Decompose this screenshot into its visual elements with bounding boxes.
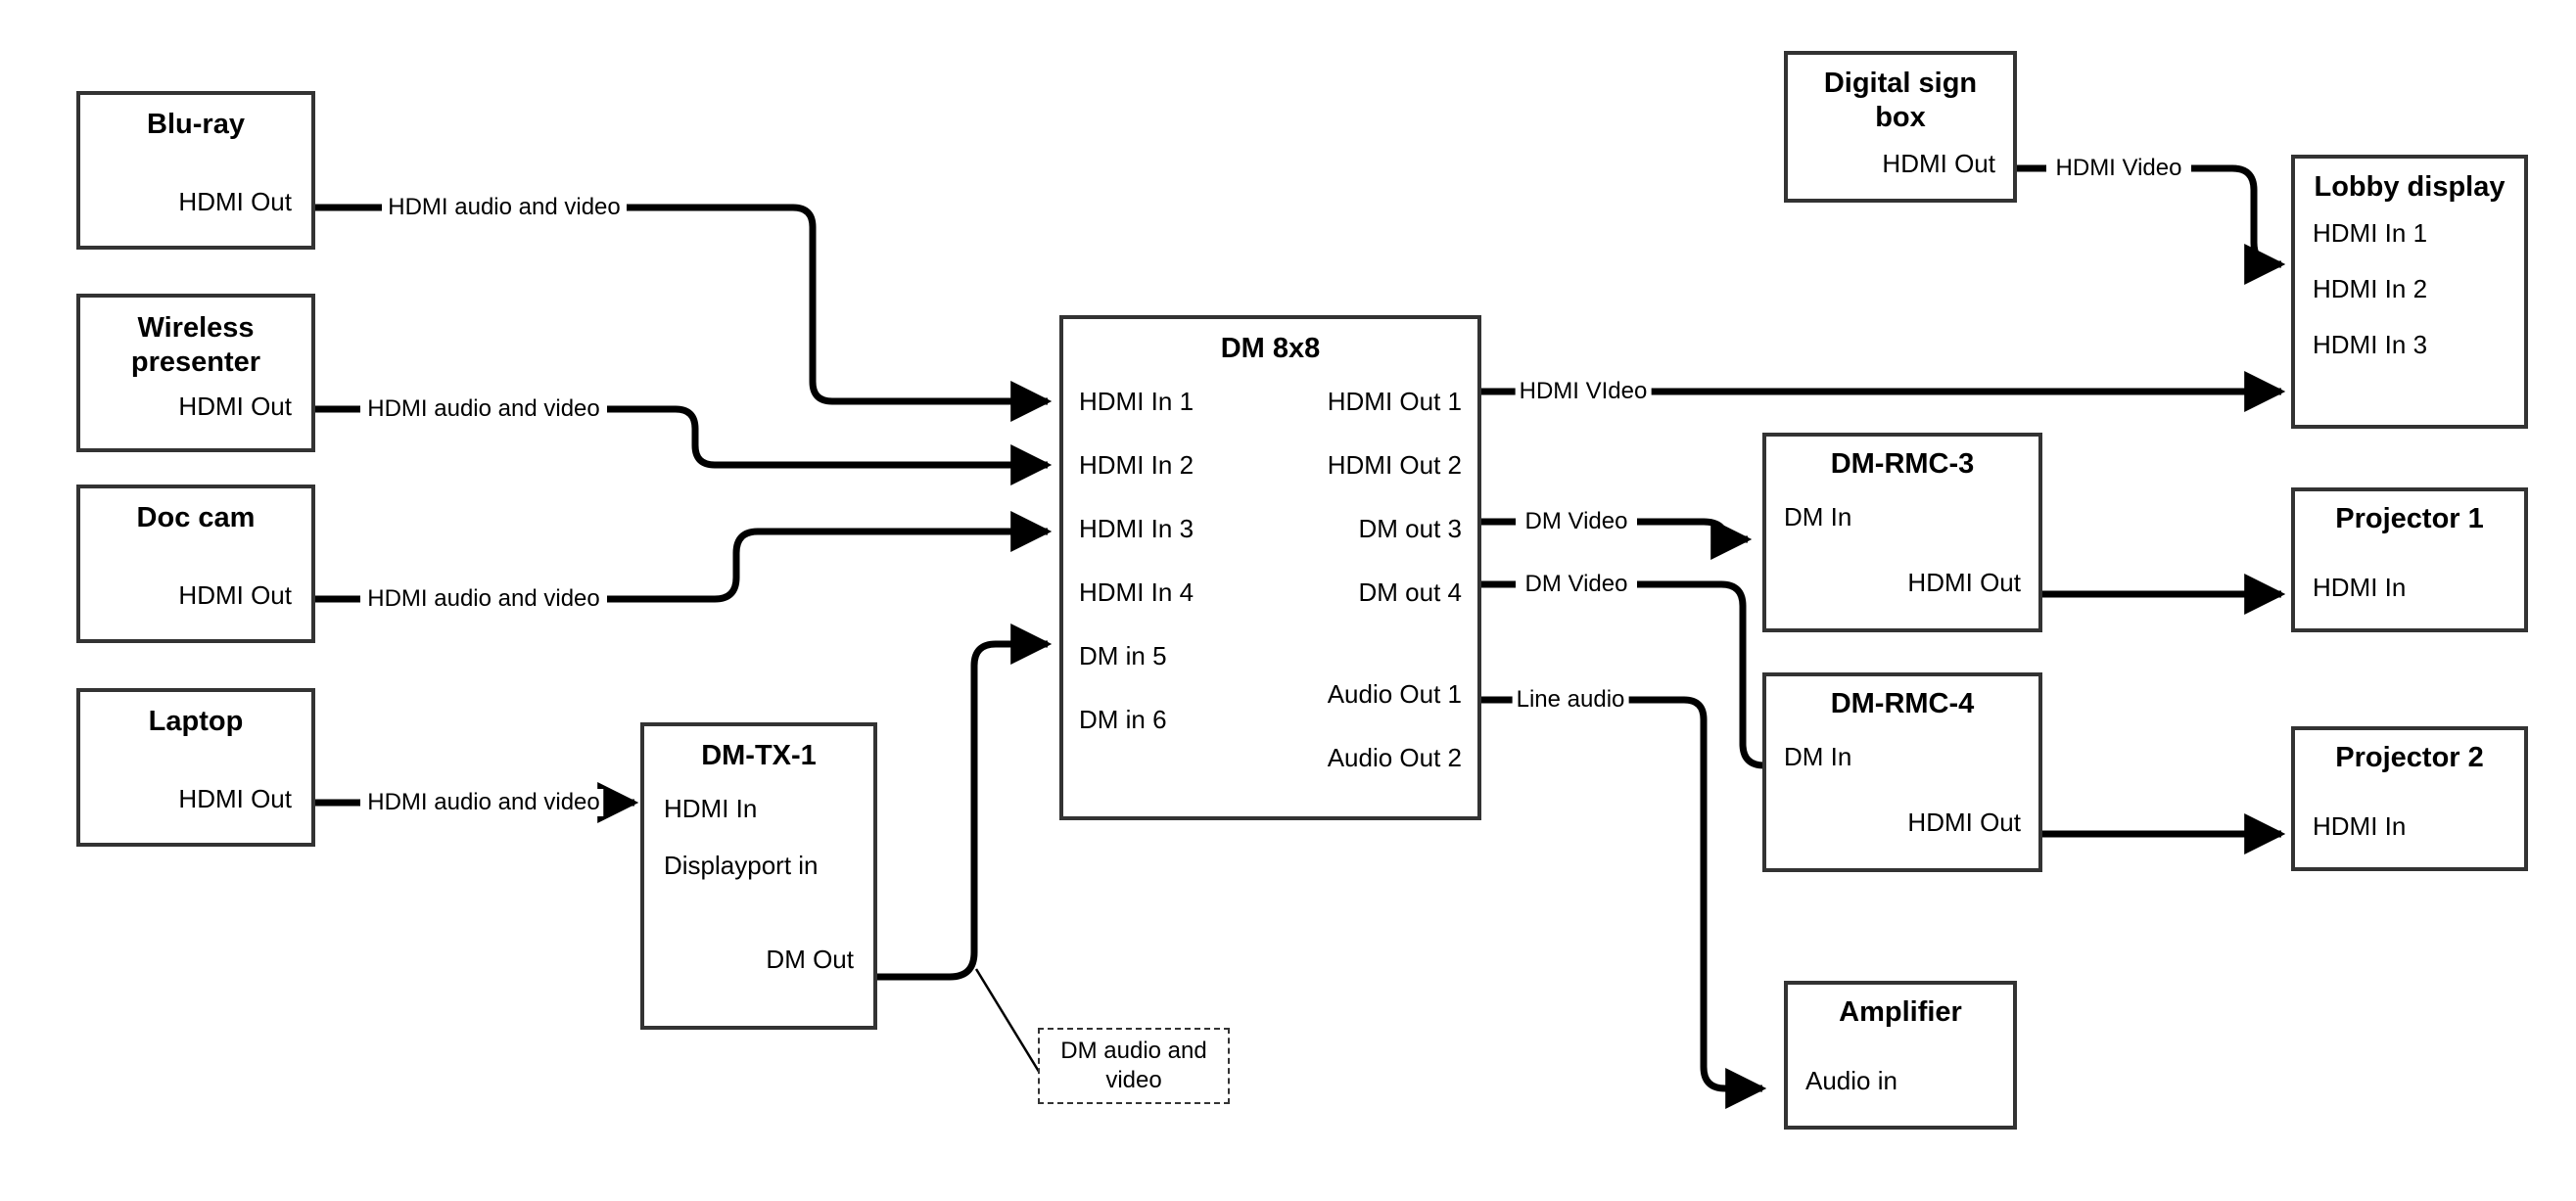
edge-label-bluray-to-in1: HDMI audio and video xyxy=(384,194,625,221)
node-laptop-port-hdmi-out: HDMI Out xyxy=(178,784,292,813)
callout-dm-audio-and-video-text: DM audio and video xyxy=(1060,1038,1207,1093)
node-projector-1-title: Projector 1 xyxy=(2335,503,2484,534)
node-dm-8x8-output-hdmi-out-2: HDMI Out 2 xyxy=(1327,450,1462,480)
node-dm-8x8-output-audio-out-1: Audio Out 1 xyxy=(1327,679,1462,709)
edge-label-audio-out-1: Line audio xyxy=(1512,686,1629,714)
node-dm-rmc-4-title: DM-RMC-4 xyxy=(1830,688,1975,719)
node-projector-1-port-hdmi-in: HDMI In xyxy=(2313,573,2407,602)
node-doc-cam[interactable]: Doc cam HDMI Out xyxy=(76,485,315,643)
callout-leader-line xyxy=(974,968,1043,1076)
node-dm-8x8-input-hdmi-in-2: HDMI In 2 xyxy=(1079,450,1194,480)
node-dm-8x8-title: DM 8x8 xyxy=(1220,333,1321,364)
wire-bluray-to-in1 xyxy=(627,204,1053,422)
callout-dm-audio-and-video: DM audio and video xyxy=(1038,1028,1230,1104)
node-digital-sign-box[interactable]: Digital sign box HDMI Out xyxy=(1784,51,2017,203)
node-dm-8x8-input-hdmi-in-4: HDMI In 4 xyxy=(1079,577,1194,607)
node-dm-8x8-input-hdmi-in-3: HDMI In 3 xyxy=(1079,514,1194,543)
node-dm-rmc-4[interactable]: DM-RMC-4 DM In HDMI Out xyxy=(1762,672,2042,872)
node-amplifier-port-audio-in: Audio in xyxy=(1805,1066,1897,1095)
node-wireless-presenter[interactable]: Wireless presenter HDMI Out xyxy=(76,294,315,452)
node-dm-rmc-4-port-dm-in: DM In xyxy=(1784,742,1852,771)
node-lobby-display[interactable]: Lobby display HDMI In 1 HDMI In 2 HDMI I… xyxy=(2291,155,2528,429)
node-dm-tx-1[interactable]: DM-TX-1 HDMI In Displayport in DM Out xyxy=(640,722,877,1030)
node-bluray-title: Blu-ray xyxy=(147,109,245,140)
node-dm-tx-1-port-displayport-in: Displayport in xyxy=(664,851,819,880)
node-dm-8x8-output-hdmi-out-1: HDMI Out 1 xyxy=(1327,387,1462,416)
node-dm-tx-1-title: DM-TX-1 xyxy=(701,740,817,771)
node-amplifier[interactable]: Amplifier Audio in xyxy=(1784,981,2017,1130)
node-dm-rmc-3-port-hdmi-out: HDMI Out xyxy=(1907,568,2021,597)
edge-label-sign-to-lobby: HDMI Video xyxy=(2051,155,2186,182)
node-laptop-title: Laptop xyxy=(148,706,244,737)
wire-sign-to-lobby xyxy=(2191,164,2286,285)
node-amplifier-title: Amplifier xyxy=(1839,996,1962,1028)
node-doc-cam-port-hdmi-out: HDMI Out xyxy=(178,580,292,610)
edge-label-hdmi-out-1: HDMI VIdeo xyxy=(1515,378,1652,405)
wire-audioout1-to-amp xyxy=(1625,696,1767,1109)
node-projector-1[interactable]: Projector 1 HDMI In xyxy=(2291,487,2528,632)
edge-label-dm-out-4: DM Video xyxy=(1521,571,1632,598)
node-bluray[interactable]: Blu-ray HDMI Out xyxy=(76,91,315,250)
edge-label-dm-out-3: DM Video xyxy=(1521,508,1632,535)
node-digital-sign-box-port-hdmi-out: HDMI Out xyxy=(1882,148,1995,178)
node-dm-rmc-3-title: DM-RMC-3 xyxy=(1830,448,1975,480)
edge-label-laptop-to-tx1: HDMI audio and video xyxy=(363,789,604,816)
node-dm-rmc-3[interactable]: DM-RMC-3 DM In HDMI Out xyxy=(1762,433,2042,632)
wire-dmout4-to-rmc4 xyxy=(1637,580,1800,786)
node-wireless-presenter-port-hdmi-out: HDMI Out xyxy=(178,391,292,421)
node-projector-2-port-hdmi-in: HDMI In xyxy=(2313,811,2407,841)
wire-wireless-to-in2 xyxy=(607,405,1053,485)
node-lobby-display-port-hdmi-in-2: HDMI In 2 xyxy=(2313,273,2428,303)
edge-label-wireless-to-in2: HDMI audio and video xyxy=(363,395,604,423)
node-lobby-display-port-hdmi-in-3: HDMI In 3 xyxy=(2313,329,2428,359)
node-dm-8x8-input-dm-in-6: DM in 6 xyxy=(1079,705,1167,734)
node-laptop[interactable]: Laptop HDMI Out xyxy=(76,688,315,847)
node-lobby-display-title: Lobby display xyxy=(2314,171,2506,203)
node-projector-2[interactable]: Projector 2 HDMI In xyxy=(2291,726,2528,871)
node-dm-tx-1-port-hdmi-in: HDMI In xyxy=(664,794,758,823)
wire-doccam-to-in3 xyxy=(607,511,1053,603)
node-projector-2-title: Projector 2 xyxy=(2335,742,2484,773)
node-dm-8x8-output-dm-out-3: DM out 3 xyxy=(1358,514,1463,543)
node-dm-8x8[interactable]: DM 8x8 HDMI In 1 HDMI In 2 HDMI In 3 HDM… xyxy=(1059,315,1481,820)
node-dm-8x8-input-hdmi-in-1: HDMI In 1 xyxy=(1079,387,1194,416)
wire-dmout3-to-rmc3 xyxy=(1637,518,1753,560)
node-bluray-port-hdmi-out: HDMI Out xyxy=(178,187,292,216)
node-dm-tx-1-port-dm-out: DM Out xyxy=(766,945,854,974)
node-dm-8x8-input-dm-in-5: DM in 5 xyxy=(1079,641,1167,670)
node-dm-8x8-output-dm-out-4: DM out 4 xyxy=(1358,577,1463,607)
wire-tx1-to-dm-in5 xyxy=(877,624,1053,981)
edge-label-doccam-to-in3: HDMI audio and video xyxy=(363,585,604,613)
node-doc-cam-title: Doc cam xyxy=(136,502,256,533)
node-dm-8x8-output-audio-out-2: Audio Out 2 xyxy=(1327,743,1462,772)
node-lobby-display-port-hdmi-in-1: HDMI In 1 xyxy=(2313,217,2428,248)
node-digital-sign-box-title: Digital sign box xyxy=(1823,68,1978,133)
node-dm-rmc-4-port-hdmi-out: HDMI Out xyxy=(1907,808,2021,837)
node-dm-rmc-3-port-dm-in: DM In xyxy=(1784,502,1852,531)
node-wireless-presenter-title: Wireless presenter xyxy=(130,312,261,378)
